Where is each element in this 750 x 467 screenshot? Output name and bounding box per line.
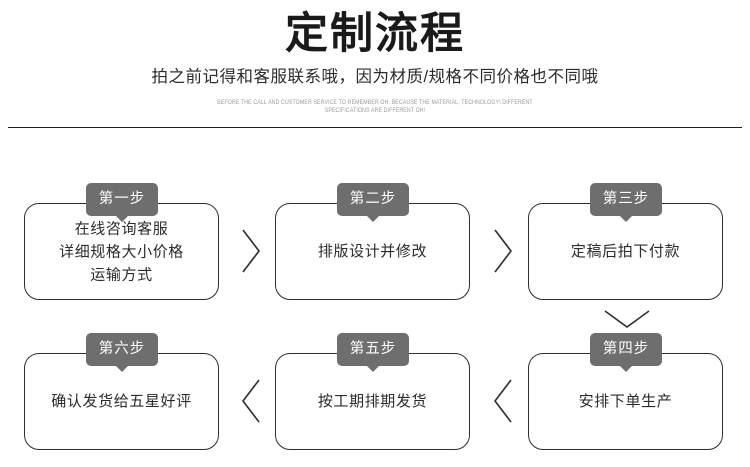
step-box-3: 定稿后拍下付款 [528, 203, 723, 300]
page-header: 定制流程 拍之前记得和客服联系哦，因为材质/规格不同价格也不同哦 BEFORE … [0, 0, 750, 128]
process-flow-diagram: 在线咨询客服 详细规格大小价格 运输方式 第一步 排版设计并修改 第二步 定稿后… [0, 128, 750, 467]
english-subtitle-line-2: SPECIFICATIONS ARE DIFFERENT OH! [324, 107, 426, 115]
step-badge-1: 第一步 [86, 183, 158, 222]
step-badge-2: 第二步 [337, 183, 409, 222]
step-text-5: 按工期排期发货 [317, 392, 428, 410]
chevron-right-icon [490, 226, 516, 276]
english-subtitle-line-1: BEFORE THE CALL AND CUSTOMER SERVICE TO … [217, 99, 533, 107]
chevron-left-icon [490, 376, 516, 426]
step-badge-3: 第三步 [590, 183, 662, 222]
chevron-left-icon [238, 376, 264, 426]
step-text-1: 在线咨询客服 详细规格大小价格 运输方式 [25, 217, 218, 286]
step-text-line: 在线咨询客服 [74, 220, 169, 237]
chevron-down-icon [601, 306, 653, 332]
header-divider [8, 127, 742, 128]
step-badge-4: 第四步 [590, 333, 662, 372]
step-text-3: 定稿后拍下付款 [570, 242, 681, 260]
step-badge-5: 第五步 [337, 333, 409, 372]
step-text-line: 运输方式 [90, 266, 153, 283]
step-text-line: 详细规格大小价格 [59, 243, 184, 260]
step-text-4: 安排下单生产 [578, 392, 673, 410]
step-text-6: 确认发货给五星好评 [51, 392, 192, 410]
step-badge-6: 第六步 [86, 333, 158, 372]
page-subtitle: 拍之前记得和客服联系哦，因为材质/规格不同价格也不同哦 [151, 68, 599, 86]
chevron-right-icon [238, 226, 264, 276]
step-text-2: 排版设计并修改 [317, 242, 428, 260]
page-title: 定制流程 [285, 10, 465, 58]
step-box-4: 安排下单生产 [528, 353, 723, 450]
